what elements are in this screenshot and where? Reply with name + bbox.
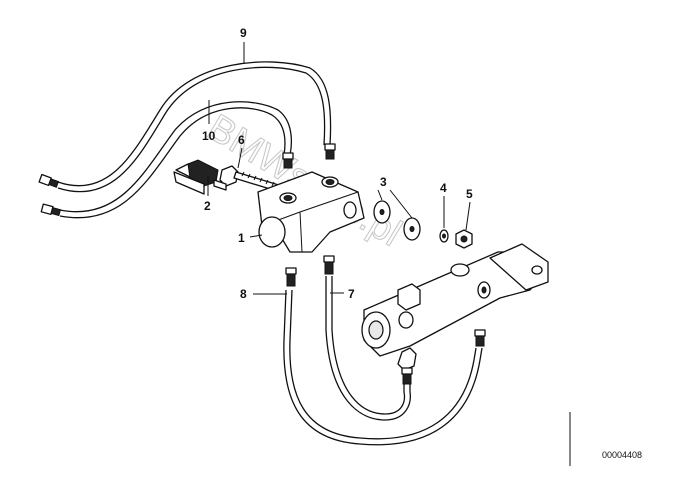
brake-pressure-regulator-1[interactable] — [257, 171, 365, 253]
callout-2: 2 — [204, 199, 211, 213]
callout-10: 10 — [202, 129, 216, 143]
callout-1: 1 — [238, 231, 245, 245]
callout-5: 5 — [466, 187, 473, 201]
washer-4[interactable] — [439, 229, 449, 243]
callout-7: 7 — [348, 287, 355, 301]
brake-pipe-8[interactable] — [283, 267, 486, 446]
callout-9: 9 — [240, 26, 247, 40]
callout-6: 6 — [238, 133, 245, 147]
callout-leaders — [207, 42, 571, 466]
callout-8: 8 — [240, 287, 247, 301]
nut-5[interactable] — [455, 229, 473, 249]
brake-pipe-7[interactable] — [323, 255, 413, 421]
pressure-switch-2[interactable] — [173, 159, 227, 195]
brake-pipe-9[interactable] — [38, 61, 336, 193]
callout-3: 3 — [380, 175, 387, 189]
brake-pipe-10[interactable] — [40, 101, 294, 219]
master-cylinder — [361, 243, 549, 371]
callout-4: 4 — [440, 181, 447, 195]
reference-number: 00004408 — [602, 450, 642, 460]
